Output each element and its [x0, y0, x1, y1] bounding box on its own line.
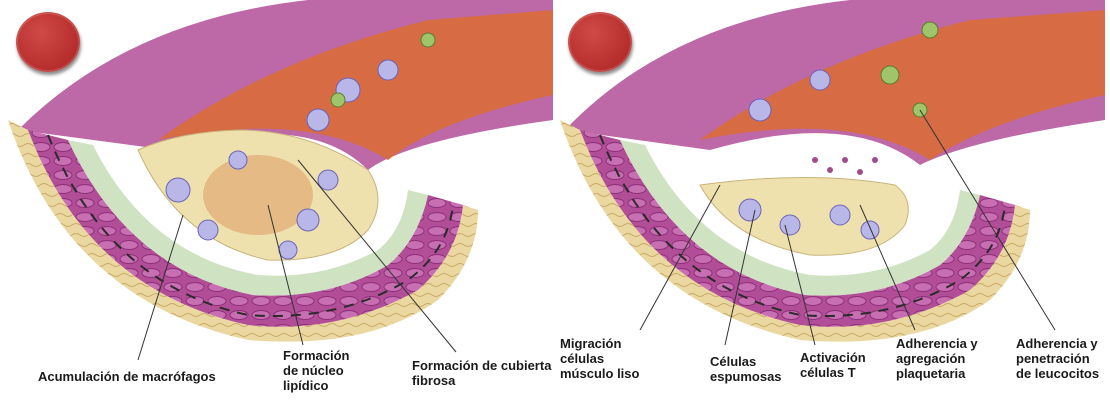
label-celulas-espumosas: Células espumosas	[710, 354, 782, 384]
label-nucleo-lipidico: Formación de núcleo lipídico	[283, 348, 349, 393]
label-cubierta-fibrosa: Formación de cubierta fibrosa	[412, 358, 551, 388]
left-panel: Acumulación de macrófagos Formación de n…	[8, 0, 553, 400]
label-activacion-celulas-t: Activación células T	[800, 350, 866, 380]
right-panel: Migración células músculo liso Células e…	[560, 0, 1105, 400]
label-migracion-celulas: Migración células músculo liso	[560, 336, 639, 381]
red-circle-badge-2	[568, 12, 632, 72]
label-adherencia-leucocitos: Adherencia y penetración de leucocitos	[1016, 336, 1099, 381]
label-adherencia-plaquetaria: Adherencia y agregación plaquetaria	[896, 336, 978, 381]
artery-illustration-left	[8, 0, 553, 400]
red-circle-badge	[16, 12, 80, 72]
label-acumulacion-macrofagos: Acumulación de macrófagos	[38, 369, 216, 384]
